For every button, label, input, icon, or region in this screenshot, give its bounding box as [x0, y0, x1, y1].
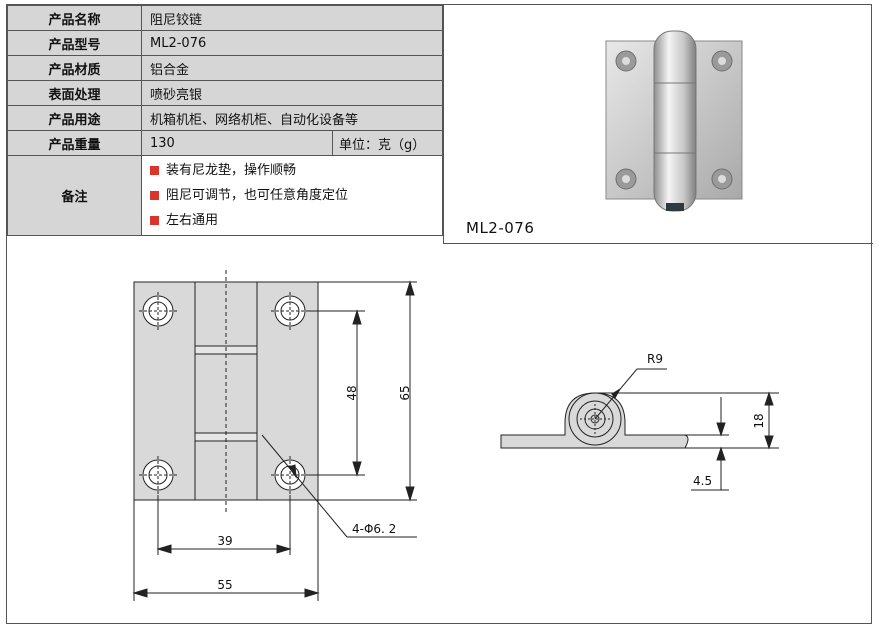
red-square-bullet-icon [150, 166, 159, 175]
technical-drawing: 65 48 39 55 4-Φ6. 2 [132, 270, 779, 601]
note-item: 阻尼可调节，也可任意角度定位 [150, 183, 434, 208]
red-square-bullet-icon [150, 191, 159, 200]
photo-caption: ML2-076 [466, 219, 535, 237]
spec-row-notes: 备注 装有尼龙垫，操作顺畅 阻尼可调节，也可任意角度定位 左右通用 [7, 155, 443, 236]
spec-label: 表面处理 [7, 80, 142, 106]
spec-value: ML2-076 [141, 30, 443, 56]
note-text: 左右通用 [166, 213, 219, 228]
note-text: 装有尼龙垫，操作顺畅 [166, 163, 297, 178]
front-view [132, 270, 417, 601]
spec-row-model: 产品型号 ML2-076 [7, 30, 443, 56]
dim-width-55: 55 [217, 578, 232, 592]
weight-value: 130 [141, 130, 333, 156]
spec-label: 产品重量 [7, 130, 142, 156]
spec-value: 喷砂亮银 [141, 80, 443, 106]
dim-hole-spacing-48: 48 [345, 385, 359, 400]
spec-label: 产品用途 [7, 105, 142, 131]
spec-value: 阻尼铰链 [141, 5, 443, 31]
spec-label: 产品型号 [7, 30, 142, 56]
spec-row-name: 产品名称 阻尼铰链 [7, 5, 443, 31]
spec-row-material: 产品材质 铝合金 [7, 55, 443, 81]
spec-row-usage: 产品用途 机箱机柜、网络机柜、自动化设备等 [7, 105, 443, 131]
dim-side-height: 18 [752, 413, 766, 428]
product-photo-panel: ML2-076 [443, 5, 873, 244]
spec-row-weight: 产品重量 130 单位：克（g） [7, 130, 443, 156]
dim-hole-spacing-39: 39 [217, 534, 232, 548]
notes-list: 装有尼龙垫，操作顺畅 阻尼可调节，也可任意角度定位 左右通用 [141, 155, 443, 236]
notes-label: 备注 [7, 155, 142, 236]
hinge-photo [605, 30, 743, 212]
dim-radius: R9 [647, 352, 663, 366]
spec-table: 产品名称 阻尼铰链 产品型号 ML2-076 产品材质 铝合金 表面处理 喷砂亮… [7, 5, 443, 236]
weight-unit: 单位：克（g） [332, 130, 443, 156]
product-sheet: 产品名称 阻尼铰链 产品型号 ML2-076 产品材质 铝合金 表面处理 喷砂亮… [6, 4, 873, 624]
spec-value: 铝合金 [141, 55, 443, 81]
spec-value: 机箱机柜、网络机柜、自动化设备等 [141, 105, 443, 131]
dim-height-65: 65 [398, 385, 412, 400]
red-square-bullet-icon [150, 216, 159, 225]
side-view [500, 368, 779, 491]
dim-thickness: 4.5 [693, 474, 712, 488]
spec-row-finish: 表面处理 喷砂亮银 [7, 80, 443, 106]
note-item: 装有尼龙垫，操作顺畅 [150, 158, 434, 183]
spec-label: 产品名称 [7, 5, 142, 31]
note-text: 阻尼可调节，也可任意角度定位 [166, 188, 349, 203]
spec-label: 产品材质 [7, 55, 142, 81]
hole-callout: 4-Φ6. 2 [352, 522, 396, 536]
note-item: 左右通用 [150, 208, 434, 233]
